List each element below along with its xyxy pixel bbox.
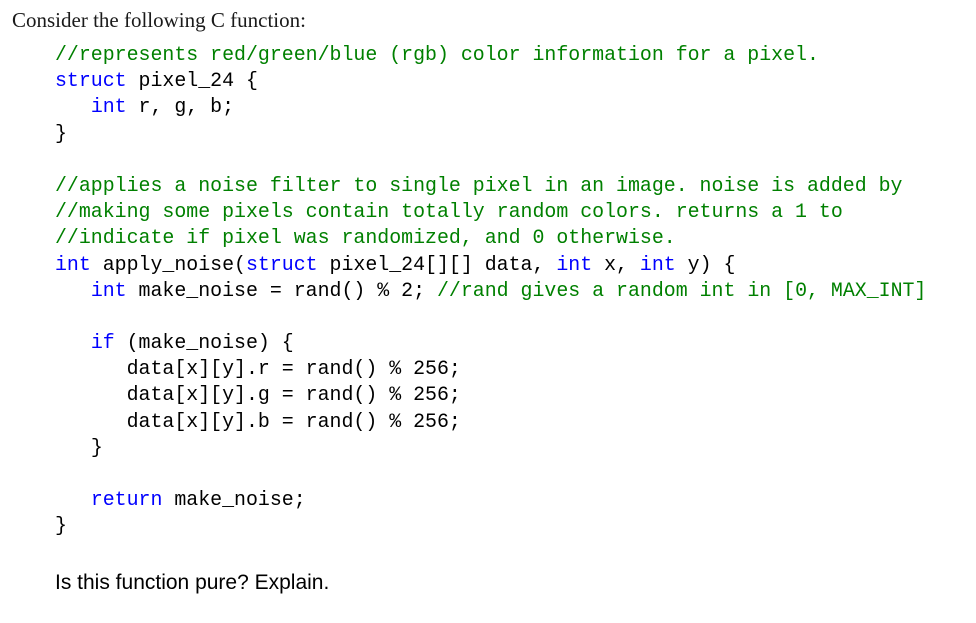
keyword: int (90, 95, 127, 119)
code-text: pixel_24 { (126, 69, 258, 93)
code-line-return: return make_noise; (55, 487, 926, 513)
code-line-comment-1: //applies a noise filter to single pixel… (55, 173, 926, 199)
code-text: x, (592, 252, 640, 276)
code-text: (make_noise) { (114, 331, 294, 355)
code-line-comment-2: //making some pixels contain totally ran… (55, 199, 926, 225)
code-text: data[x][y].g = rand() % 256; (126, 383, 461, 407)
code-text: } (90, 435, 103, 459)
code-line-struct-fields: int r, g, b; (55, 94, 926, 120)
comment: //represents red/green/blue (rgb) color … (55, 43, 819, 66)
code-line-assign-r: data[x][y].r = rand() % 256; (55, 356, 926, 382)
code-text: r, g, b; (126, 95, 235, 119)
prompt-heading: Consider the following C function: (12, 8, 306, 32)
code-text: data[x][y].b = rand() % 256; (126, 409, 461, 433)
keyword: int (639, 252, 676, 276)
comment: //indicate if pixel was randomized, and … (55, 226, 676, 250)
code-line-make-noise: int make_noise = rand() % 2; //rand give… (55, 278, 927, 304)
keyword: struct (55, 69, 127, 93)
comment: //applies a noise filter to single pixel… (55, 173, 903, 197)
question-text: Is this function pure? Explain. (55, 571, 330, 594)
keyword: if (90, 331, 115, 355)
code-line-assign-b: data[x][y].b = rand() % 256; (55, 409, 926, 435)
keyword: struct (246, 252, 318, 276)
code-text: apply_noise( (90, 252, 246, 276)
comment: //making some pixels contain totally ran… (55, 200, 843, 224)
code-line-if: if (make_noise) { (55, 330, 926, 356)
code-line-struct-decl: struct pixel_24 { (55, 68, 926, 94)
code-text: make_noise = rand() % 2; (126, 278, 437, 302)
code-line-assign-g: data[x][y].g = rand() % 256; (55, 382, 926, 408)
code-text: make_noise; (162, 488, 306, 512)
code-line-comment-struct: //represents red/green/blue (rgb) color … (55, 42, 926, 68)
code-line-blank (55, 147, 926, 173)
code-line-blank (55, 304, 926, 330)
code-text: } (55, 514, 67, 538)
code-text: y) { (675, 252, 736, 276)
code-text: } (55, 121, 67, 145)
code-line-blank (55, 461, 926, 487)
code-line-function-signature: int apply_noise(struct pixel_24[][] data… (55, 252, 926, 278)
code-line-struct-close: } (55, 121, 926, 147)
code-line-function-close: } (55, 513, 926, 539)
code-block: //represents red/green/blue (rgb) color … (55, 42, 926, 540)
comment: //rand gives a random int in [0, MAX_INT… (436, 278, 927, 302)
keyword: return (90, 488, 163, 512)
code-line-if-close: } (55, 435, 926, 461)
keyword: int (90, 278, 127, 302)
keyword: int (55, 252, 91, 276)
keyword: int (556, 252, 593, 276)
code-text: data[x][y].r = rand() % 256; (126, 357, 461, 381)
code-text: pixel_24[][] data, (317, 252, 557, 276)
code-line-comment-3: //indicate if pixel was randomized, and … (55, 225, 926, 251)
